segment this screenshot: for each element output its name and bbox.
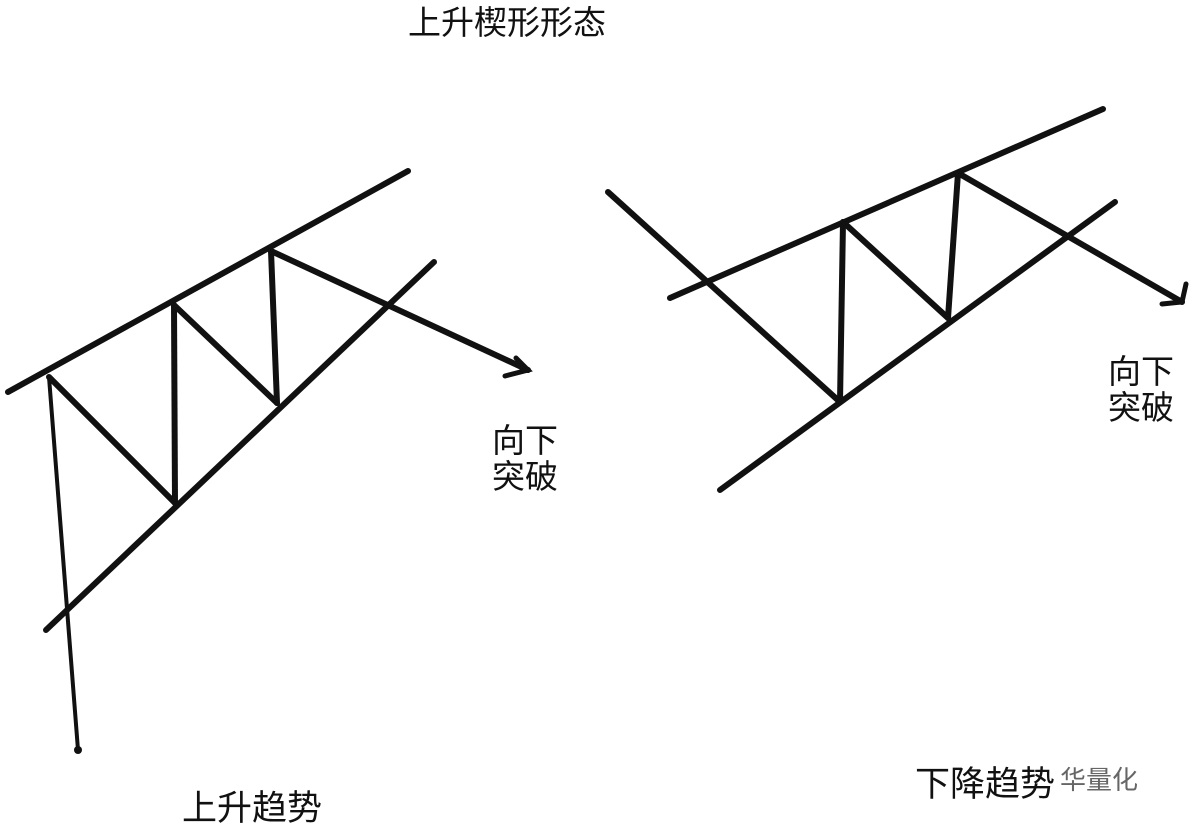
watermark-text: 华量化	[1060, 766, 1139, 796]
right-breakout-label-line1: 向下	[1108, 352, 1174, 391]
right-figure-caption: 下降趋势	[915, 765, 1056, 805]
right-zigzag-down-1	[840, 219, 951, 321]
left-breakout-line	[268, 248, 531, 373]
right-breakout-label-line2: 突破	[1108, 388, 1174, 427]
left-breakout-label-line1: 向下	[492, 421, 558, 460]
right-prior-trend-leg	[605, 189, 843, 405]
left-upper-trendline	[5, 168, 411, 395]
right-upper-trendline	[667, 106, 1106, 301]
left-zigzag-up-2	[268, 248, 280, 406]
left-zigzag-down-2	[171, 302, 280, 406]
right-lower-trendline	[717, 199, 1118, 493]
left-breakout-arrowhead	[502, 355, 533, 379]
right-breakout-line	[955, 170, 1185, 305]
left-figure-caption: 上升趋势	[182, 789, 323, 829]
left-zigzag-up-1	[171, 302, 178, 506]
left-prior-trend-leg	[47, 375, 80, 752]
right-zigzag-up-2	[945, 170, 961, 321]
left-breakout-label-line2: 突破	[492, 457, 558, 496]
right-breakout-arrowhead	[1159, 281, 1189, 307]
left-zigzag-down-1	[46, 374, 178, 506]
right-zigzag-up-1	[837, 219, 846, 405]
diagram-title: 上升楔形形态	[408, 3, 606, 42]
left-lower-trendline	[43, 259, 437, 633]
left-leg-endpoint	[74, 746, 82, 754]
